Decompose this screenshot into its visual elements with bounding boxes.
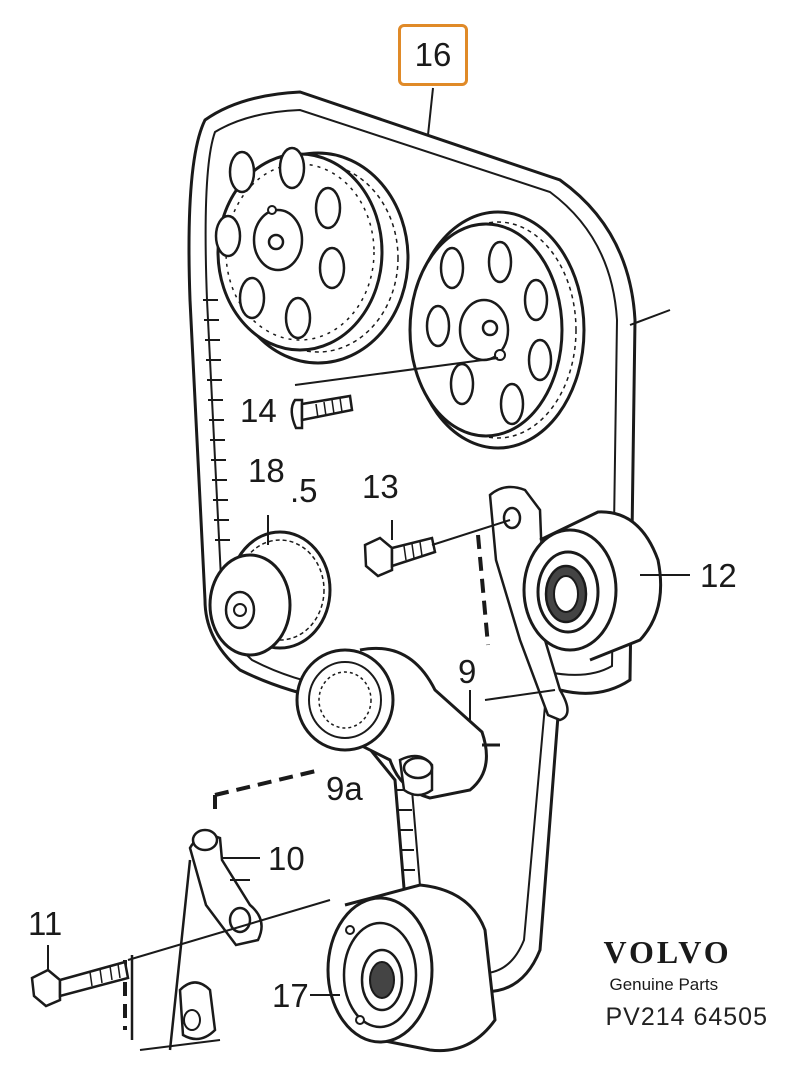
callout-12: 12: [700, 557, 737, 594]
callout-17: 17: [272, 977, 309, 1014]
callout-9: 9: [458, 653, 476, 690]
callout-13: 13: [362, 468, 399, 505]
intermediate-pulley: [208, 530, 332, 657]
camshaft-pulley-front: [408, 210, 586, 450]
leader-lines: [47, 87, 690, 1051]
callout-14: 14: [240, 392, 277, 429]
crankshaft-pulley: [326, 883, 497, 1053]
callout-5: .5: [290, 472, 318, 509]
callout-18: 18: [248, 452, 285, 489]
volvo-logo: VOLVO: [603, 934, 732, 970]
diagram-code: PV214 64505: [605, 1003, 768, 1031]
tension-pulley: [295, 646, 500, 800]
lower-bracket: [123, 768, 321, 1051]
bolt-13: [363, 536, 437, 578]
brand-block: VOLVO Genuine Parts PV214 64505: [603, 935, 768, 1032]
callout-9a: 9a: [326, 770, 363, 807]
callout-10: 10: [268, 840, 305, 877]
bolt-14: [290, 394, 354, 430]
bolt-11: [30, 960, 130, 1008]
idler-roller: [522, 510, 663, 662]
callout-11: 11: [28, 905, 62, 942]
camshaft-pulley-rear: [214, 146, 410, 365]
callout-16-highlight[interactable]: 16: [398, 24, 468, 86]
brand-subtitle: Genuine Parts: [609, 975, 719, 994]
